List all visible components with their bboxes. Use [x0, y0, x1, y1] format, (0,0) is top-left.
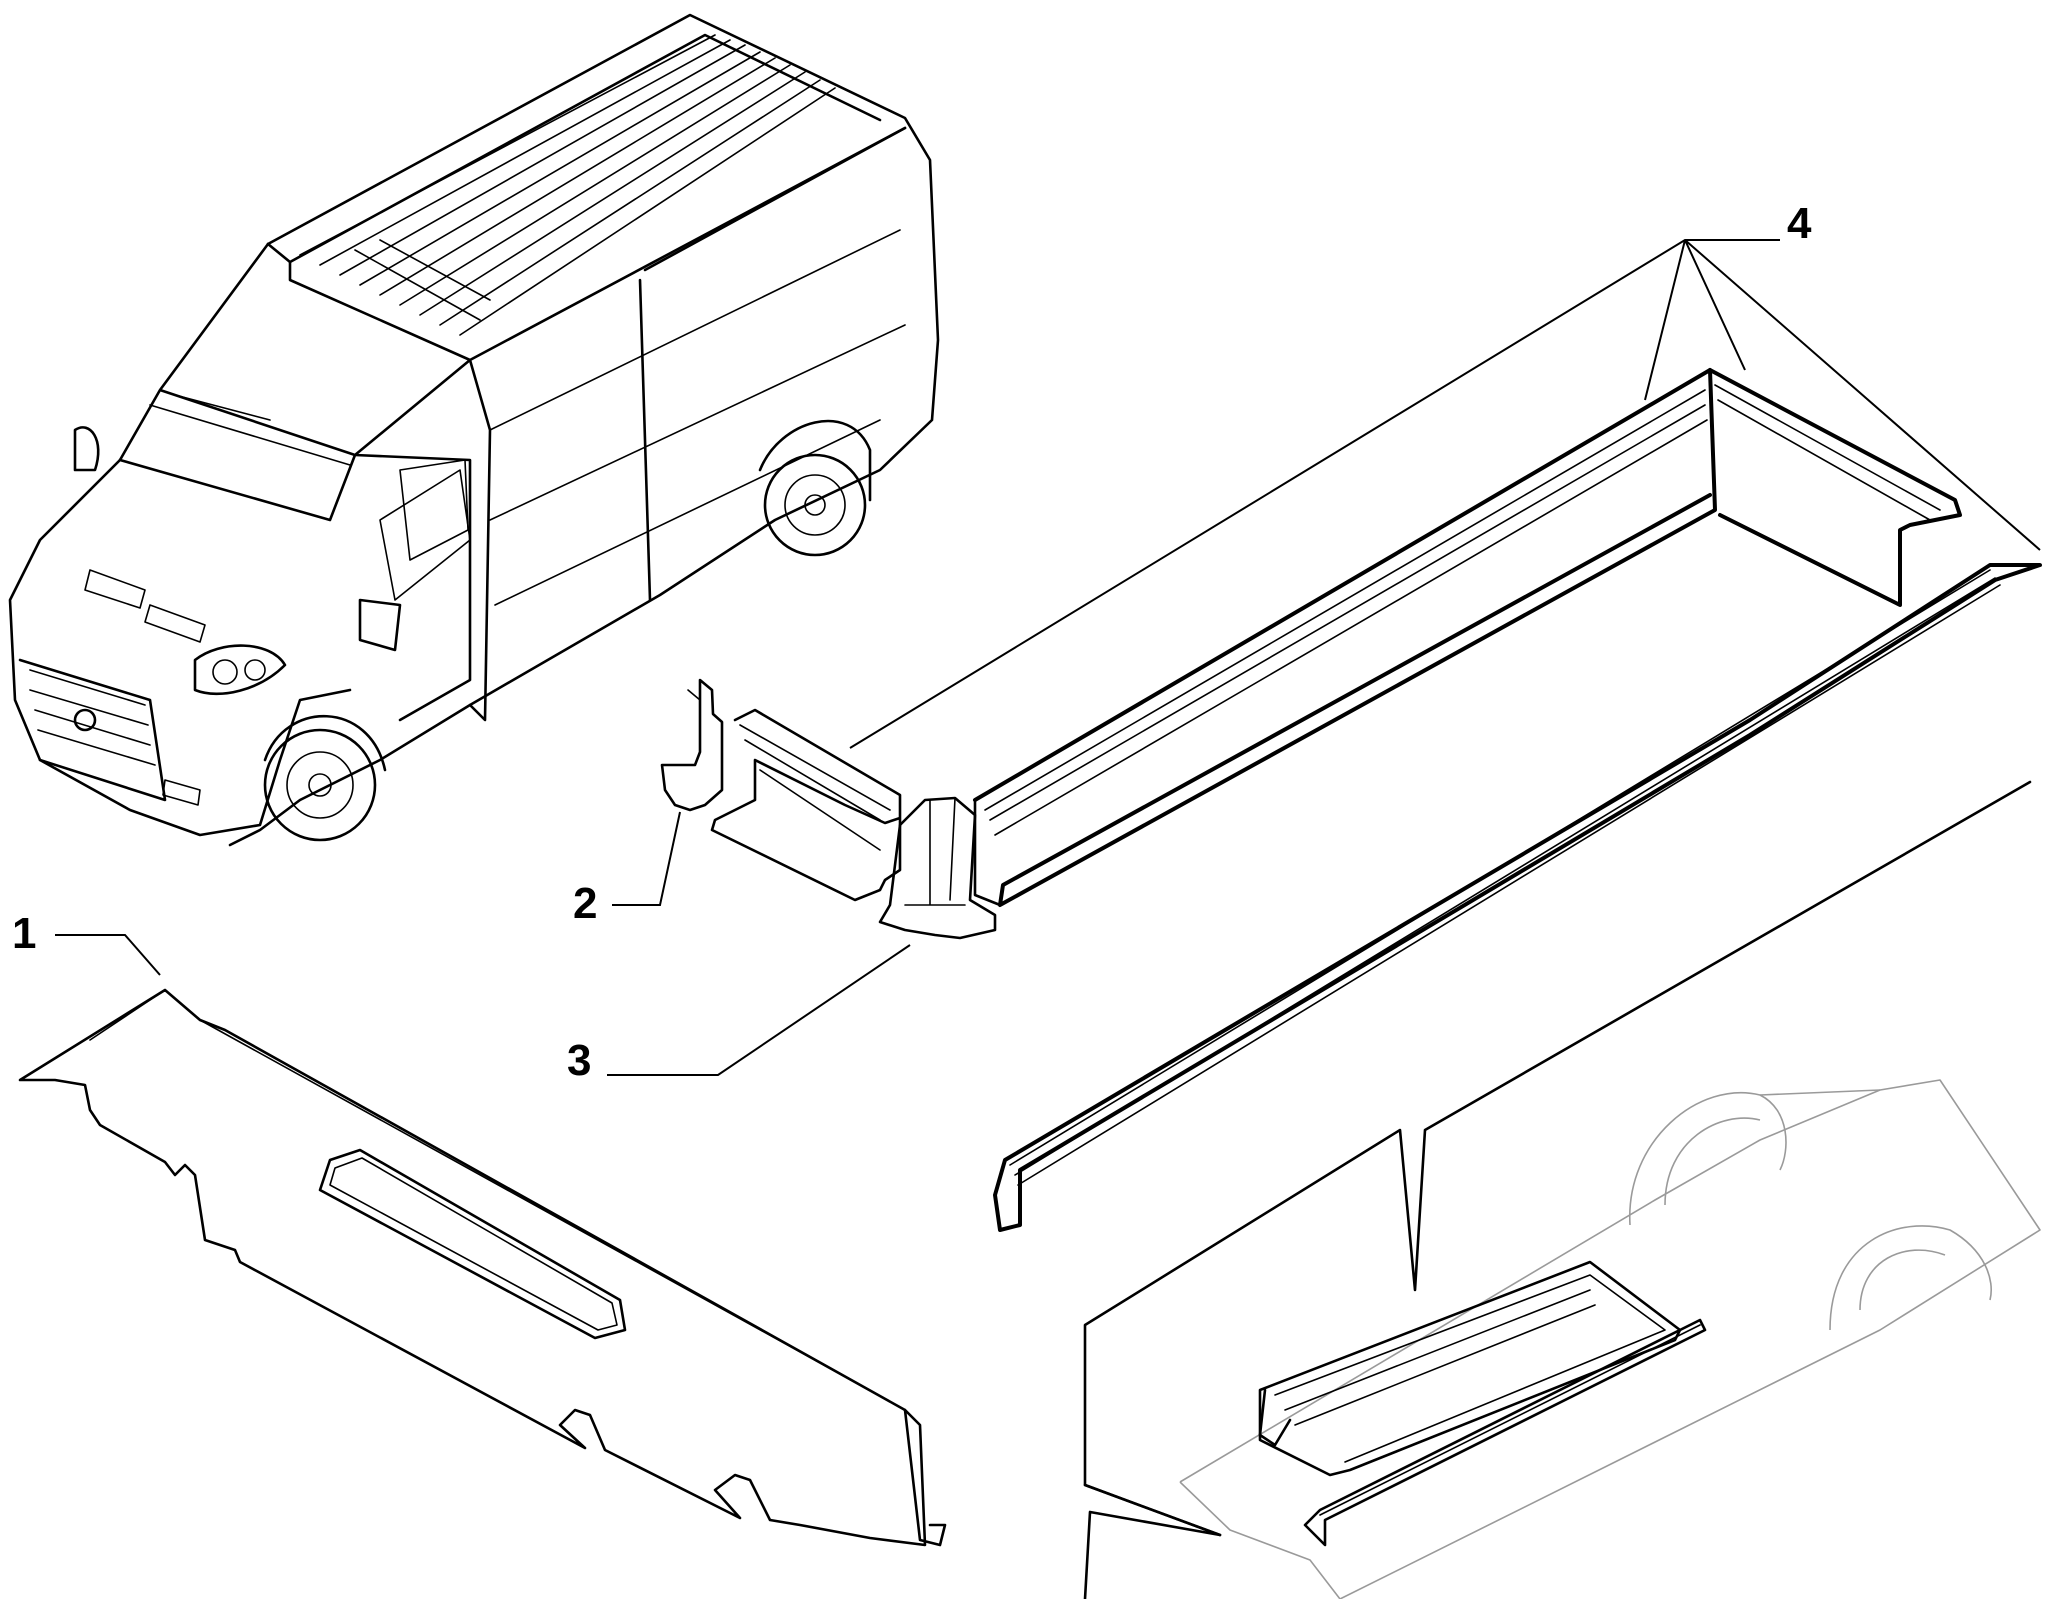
callout-4: 4 — [1787, 199, 1812, 248]
leader-line-4 — [849, 239, 2041, 749]
callout-label-1: 1 — [12, 909, 36, 958]
leader-line-3 — [607, 944, 911, 1076]
part-4-trough-assembly — [849, 239, 2042, 1232]
leader-line-2 — [612, 811, 681, 906]
van-illustration — [8, 13, 940, 847]
callout-3: 3 — [567, 944, 911, 1085]
inset-floor-context — [1083, 780, 2041, 1599]
callout-1: 1 — [12, 909, 161, 976]
part-1-floor-panel — [18, 988, 947, 1547]
callout-label-4: 4 — [1787, 199, 1812, 248]
callout-label-2: 2 — [573, 879, 597, 928]
part-flanged-end-plate — [710, 708, 902, 902]
part-3-corner-cap — [878, 796, 997, 940]
leader-line-1 — [55, 934, 161, 976]
callout-2: 2 — [573, 811, 681, 928]
part-2-bracket — [660, 678, 724, 812]
callout-label-3: 3 — [567, 1036, 591, 1085]
